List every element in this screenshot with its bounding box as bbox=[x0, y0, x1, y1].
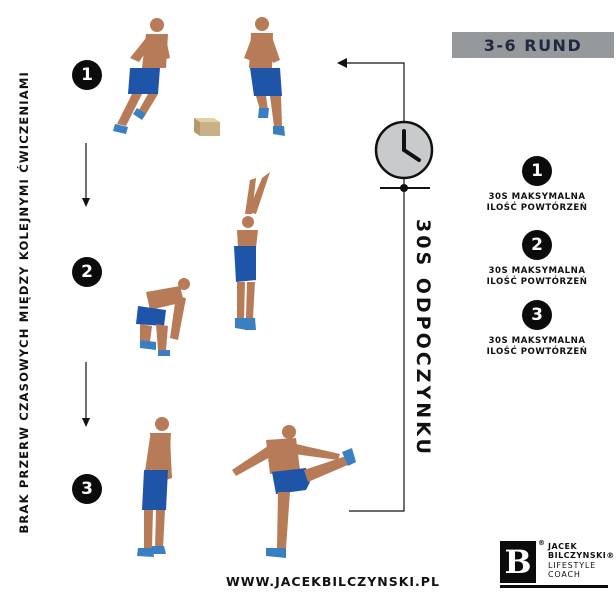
down-arrow-icon bbox=[82, 362, 90, 427]
athlete-jump-right bbox=[244, 17, 285, 136]
athlete-jump-left bbox=[113, 18, 170, 134]
step-badge-2: 2 bbox=[72, 257, 102, 287]
round-loop-line bbox=[346, 62, 405, 512]
no-breaks-note-text: BRAK PRZERW CZASOWYCH MIĘDZY KOLEJNYMI Ć… bbox=[17, 70, 31, 534]
exercise-number-badge: 1 bbox=[522, 156, 552, 186]
rounds-banner: 3-6 RUND bbox=[452, 32, 614, 58]
step-badge-1: 1 bbox=[72, 60, 102, 90]
exercise-legend-1: 1 30S MAKSYMALNA ILOŚĆ POWTÓRZEŃ bbox=[472, 156, 602, 214]
no-breaks-note: BRAK PRZERW CZASOWYCH MIĘDZY KOLEJNYMI Ć… bbox=[10, 32, 38, 572]
exercise-duration: 30S MAKSYMALNA bbox=[488, 192, 586, 202]
exercise-duration: 30S MAKSYMALNA bbox=[488, 336, 586, 346]
rest-label-text: 30S ODPOCZYNKU bbox=[412, 219, 434, 457]
logo-mark-registered: ® bbox=[538, 539, 545, 547]
logo-mark: B bbox=[500, 541, 536, 583]
logo-tagline-line1: LIFESTYLE bbox=[548, 561, 597, 570]
brand-logo: B ® JACEK BILCZYNSKI® LIFESTYLE COACH bbox=[500, 539, 614, 591]
exercise-reps: ILOŚĆ POWTÓRZEŃ bbox=[486, 347, 588, 357]
stopwatch-icon bbox=[374, 120, 434, 192]
athlete-kick bbox=[232, 425, 356, 558]
exercise-legend-2: 2 30S MAKSYMALNA ILOŚĆ POWTÓRZEŃ bbox=[472, 230, 602, 288]
logo-tagline-line2: COACH bbox=[548, 570, 581, 579]
athlete-squat bbox=[136, 278, 190, 356]
rest-label: 30S ODPOCZYNKU bbox=[408, 202, 438, 474]
exercise-legend-3: 3 30S MAKSYMALNA ILOŚĆ POWTÓRZEŃ bbox=[472, 300, 602, 358]
logo-name-line2: BILCZYNSKI® bbox=[548, 551, 615, 560]
athlete-jump-up bbox=[234, 172, 270, 330]
athlete-standing bbox=[137, 417, 172, 557]
logo-name-line1: JACEK bbox=[548, 542, 578, 551]
step-badge-3: 3 bbox=[72, 474, 102, 504]
plyo-box bbox=[194, 118, 220, 136]
exercise-number-badge: 3 bbox=[522, 300, 552, 330]
exercise-duration: 30S MAKSYMALNA bbox=[488, 266, 586, 276]
exercise-number-badge: 2 bbox=[522, 230, 552, 260]
exercise-reps: ILOŚĆ POWTÓRZEŃ bbox=[486, 277, 588, 287]
down-arrow-icon bbox=[82, 143, 90, 207]
website-link[interactable]: WWW.JACEKBILCZYNSKI.PL bbox=[226, 574, 440, 589]
left-arrow-icon bbox=[337, 58, 347, 68]
exercise-reps: ILOŚĆ POWTÓRZEŃ bbox=[486, 203, 588, 213]
logo-underline bbox=[500, 585, 608, 588]
